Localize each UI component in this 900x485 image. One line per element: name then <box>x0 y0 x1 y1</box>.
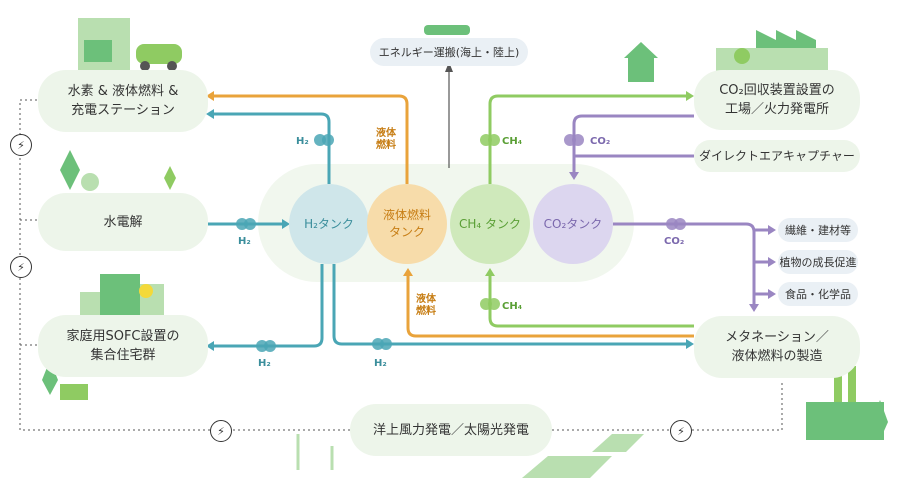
food-pill: 食品・化学品 <box>778 282 858 306</box>
h2-line-sofc <box>210 264 324 348</box>
fiber-pill: 繊維・建材等 <box>778 218 858 242</box>
h2-line-station <box>210 112 331 184</box>
ch4-tank: CH₄ タンク <box>450 184 530 264</box>
liquid-line-station <box>210 94 409 184</box>
co2-molecule-right <box>666 218 686 230</box>
scenery-renewables <box>296 434 644 478</box>
h2-arrow-station <box>206 109 214 119</box>
co2-arrow-tank <box>569 172 579 180</box>
liquid-arrow-station <box>206 91 214 101</box>
co2-tank: CO₂タンク <box>533 184 613 264</box>
station-box: 水素 & 液体燃料 & 充電ステーション <box>38 70 208 132</box>
electrolysis-box: 水電解 <box>38 193 208 251</box>
co2-arrow-fiber <box>768 225 776 235</box>
co2-arrow-plant <box>768 257 776 267</box>
label-h2-meth: H₂ <box>374 358 387 369</box>
label-ch4-top: CH₄ <box>502 136 523 147</box>
bolt-icon-bottom-right: ⚡ <box>670 420 692 442</box>
transport-pill: エネルギー運搬(海上・陸上) <box>370 38 528 66</box>
h2-arrow-electrolysis <box>282 219 290 229</box>
scenery-factory-top <box>624 30 828 82</box>
h2-arrow-sofc <box>206 341 214 351</box>
scenery-ship <box>424 25 470 35</box>
renewable-box: 洋上風力発電／太陽光発電 <box>350 404 552 456</box>
label-liquid-bottom: 液体 燃料 <box>416 294 436 317</box>
label-ch4-bottom: CH₄ <box>502 301 523 312</box>
plant-pill: 植物の成長促進 <box>778 250 858 274</box>
label-h2-sofc: H₂ <box>258 358 271 369</box>
ch4-molecule-top <box>480 134 500 146</box>
scenery-apartments <box>42 274 164 400</box>
label-co2-top: CO₂ <box>590 136 611 147</box>
co2-molecule-top <box>564 134 584 146</box>
factory-box: CO₂回収装置設置の 工場／火力発電所 <box>694 70 860 130</box>
ch4-molecule-bottom <box>480 298 500 310</box>
scenery-trees-left <box>60 150 176 191</box>
label-co2-right: CO₂ <box>664 236 685 247</box>
co2-line-factory <box>572 114 694 174</box>
bolt-icon-left-bottom: ⚡ <box>10 256 32 278</box>
bolt-icon-left-top: ⚡ <box>10 134 32 156</box>
ch4-arrow-return <box>485 268 495 276</box>
ch4-arrow-factory <box>686 91 694 101</box>
h2-molecule-meth <box>372 338 392 350</box>
co2-arrow-meth <box>749 304 759 312</box>
dac-box: ダイレクトエアキャプチャー <box>694 140 860 172</box>
liquid-fuel-tank: 液体燃料 タンク <box>367 184 447 264</box>
ch4-line-return <box>488 272 694 328</box>
h2-arrow-meth <box>686 339 694 349</box>
h2-molecule-electrolysis <box>236 218 256 230</box>
co2-line-out <box>613 222 756 306</box>
scenery-station <box>78 18 182 71</box>
label-liquid-top: 液体 燃料 <box>376 128 396 151</box>
label-h2-station: H₂ <box>296 136 309 147</box>
liquid-line-return <box>406 272 694 338</box>
co2-arrow-food <box>768 289 776 299</box>
ch4-line-factory <box>488 94 690 184</box>
h2-line-meth <box>332 264 690 346</box>
bolt-icon-bottom-left: ⚡ <box>210 420 232 442</box>
methanation-box: メタネーション／ 液体燃料の製造 <box>694 316 860 378</box>
sofc-box: 家庭用SOFC設置の 集合住宅群 <box>38 315 208 377</box>
label-h2-electrolysis: H₂ <box>238 236 251 247</box>
h2-molecule-sofc <box>256 340 276 352</box>
scenery-factory-bottom <box>806 366 888 440</box>
h2-molecule-station <box>314 134 334 146</box>
liquid-arrow-return <box>403 268 413 276</box>
h2-tank: H₂タンク <box>289 184 369 264</box>
